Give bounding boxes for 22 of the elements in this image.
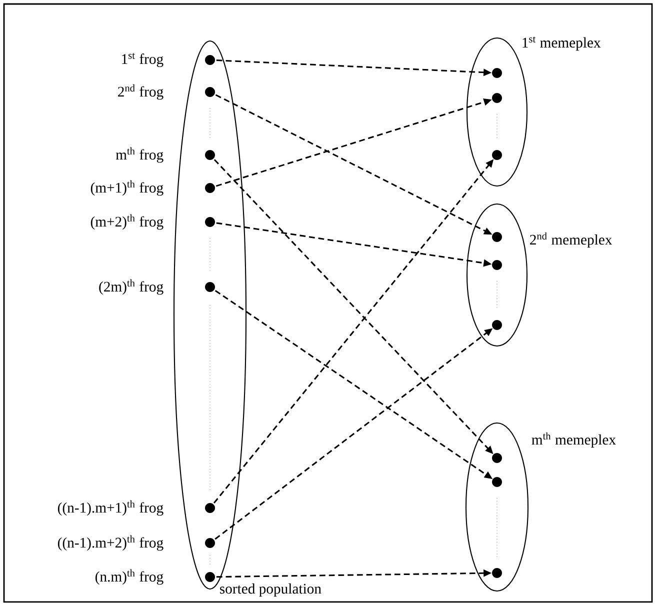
frog-label: 2$^{nd}$ frog (118, 84, 164, 100)
dot (492, 320, 502, 330)
dot (492, 93, 502, 103)
group-label: 1$^{st}$ memeplex (522, 36, 601, 51)
dot (492, 452, 502, 463)
frog-label: 1$^{st}$ frog (122, 52, 164, 67)
frog-label: (m+2)$^{th}$ frog (90, 214, 164, 230)
dot (492, 150, 502, 160)
dot (492, 568, 502, 578)
group-label: sorted population (220, 583, 322, 597)
dot (492, 68, 502, 78)
frog-label: ((n-1).m+2)$^{th}$ frog (58, 535, 164, 551)
dot (492, 260, 502, 270)
frog-label: m$^{th}$ frog (116, 147, 164, 163)
frog-label: (2m)$^{th}$ frog (99, 279, 164, 295)
group-label: 2$^{nd}$ memeplex (530, 232, 612, 248)
frog-label: (m+1)$^{th}$ frog (90, 180, 164, 196)
group-label: m$^{th}$ memeplex (532, 432, 616, 448)
dot (492, 476, 502, 487)
frog-label: (n.m)$^{th}$ frog (96, 569, 164, 585)
dot (492, 232, 502, 242)
frog-label: ((n-1).m+1)$^{th}$ frog (58, 500, 164, 516)
